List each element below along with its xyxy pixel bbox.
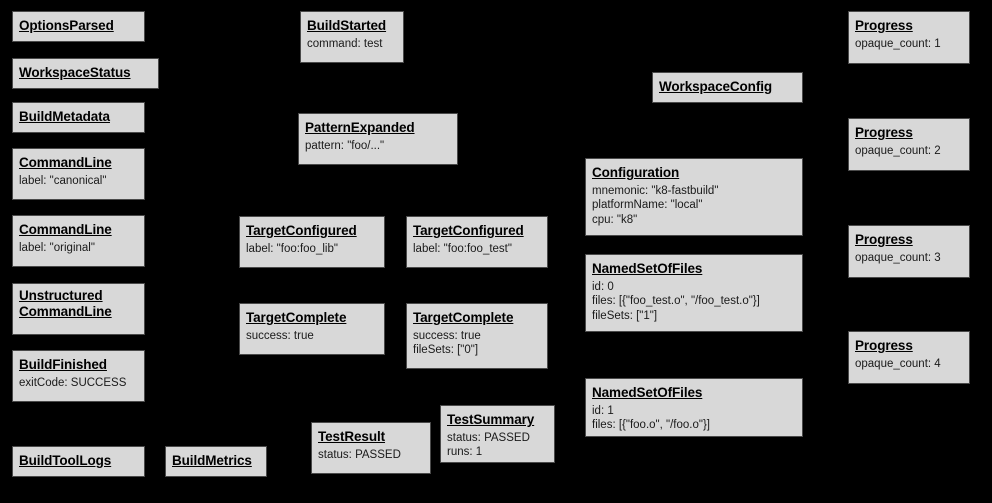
node-field: success: true <box>246 329 314 342</box>
node-fields: opaque_count: 1 <box>855 37 963 52</box>
node-fields: success: true <box>246 329 378 344</box>
node-field: exitCode: SUCCESS <box>19 376 127 389</box>
node-fields: label: "foo:foo_lib" <box>246 242 378 257</box>
node-build-metadata[interactable]: BuildMetadata <box>12 102 145 133</box>
node-fields: id: 0 files: [{"foo_test.o", "/foo_test.o… <box>592 280 796 324</box>
node-title: TargetConfigured <box>413 223 524 238</box>
node-field: id: 1 <box>592 404 614 417</box>
node-field: label: "foo:foo_test" <box>413 242 512 255</box>
node-test-result[interactable]: TestResult status: PASSED <box>311 422 431 474</box>
node-field: label: "canonical" <box>19 174 107 187</box>
node-title: TargetComplete <box>246 310 347 325</box>
node-fields: label: "foo:foo_test" <box>413 242 541 257</box>
node-field: cpu: "k8" <box>592 213 638 226</box>
node-test-summary[interactable]: TestSummary status: PASSED runs: 1 <box>440 405 555 463</box>
node-title: TestSummary <box>447 412 535 427</box>
node-target-complete-test[interactable]: TargetComplete success: true fileSets: ["0… <box>406 303 548 369</box>
node-progress-3[interactable]: Progress opaque_count: 3 <box>848 225 970 278</box>
node-pattern-expanded[interactable]: PatternExpanded pattern: "foo/..." <box>298 113 458 165</box>
node-configuration[interactable]: Configuration mnemonic: "k8-fastbuild" pla… <box>585 158 803 236</box>
node-field: status: PASSED <box>447 431 530 444</box>
node-field: command: test <box>307 37 383 50</box>
node-title: OptionsParsed <box>19 18 114 33</box>
node-unstructured-command-line[interactable]: Unstructured CommandLine <box>12 283 145 335</box>
node-title: Progress <box>855 18 913 33</box>
node-build-finished[interactable]: BuildFinished exitCode: SUCCESS <box>12 350 145 402</box>
node-target-configured-lib[interactable]: TargetConfigured label: "foo:foo_lib" <box>239 216 385 268</box>
node-title: NamedSetOfFiles <box>592 261 703 276</box>
node-progress-2[interactable]: Progress opaque_count: 2 <box>848 118 970 171</box>
node-field: label: "original" <box>19 241 95 254</box>
node-field: files: [{"foo_test.o", "/foo_test.o"}] <box>592 295 760 308</box>
node-build-metrics[interactable]: BuildMetrics <box>165 446 267 477</box>
node-progress-1[interactable]: Progress opaque_count: 1 <box>848 11 970 64</box>
node-fields: status: PASSED runs: 1 <box>447 431 548 460</box>
node-workspace-status[interactable]: WorkspaceStatus <box>12 58 159 89</box>
node-title: TargetConfigured <box>246 223 357 238</box>
node-title: BuildStarted <box>307 18 387 33</box>
node-named-set-of-files-0[interactable]: NamedSetOfFiles id: 0 files: [{"foo_test.o… <box>585 254 803 332</box>
node-field: mnemonic: "k8-fastbuild" <box>592 184 719 197</box>
node-build-started[interactable]: BuildStarted command: test <box>300 11 404 63</box>
node-fields: opaque_count: 4 <box>855 357 963 372</box>
node-field: opaque_count: 2 <box>855 144 941 157</box>
node-title: BuildMetrics <box>172 453 252 468</box>
node-field: platformName: "local" <box>592 199 703 212</box>
node-fields: exitCode: SUCCESS <box>19 376 138 391</box>
node-title: BuildMetadata <box>19 109 110 124</box>
node-field: runs: 1 <box>447 446 483 459</box>
node-title: Configuration <box>592 165 680 180</box>
node-title: CommandLine <box>19 222 112 237</box>
node-workspace-config[interactable]: WorkspaceConfig <box>652 72 803 103</box>
node-fields: opaque_count: 2 <box>855 144 963 159</box>
node-field: id: 0 <box>592 280 614 293</box>
node-field: opaque_count: 1 <box>855 37 941 50</box>
node-field: status: PASSED <box>318 448 401 461</box>
node-fields: success: true fileSets: ["0"] <box>413 329 541 358</box>
node-title: NamedSetOfFiles <box>592 385 703 400</box>
node-field: label: "foo:foo_lib" <box>246 242 338 255</box>
node-options-parsed[interactable]: OptionsParsed <box>12 11 145 42</box>
node-title: PatternExpanded <box>305 120 415 135</box>
node-field: files: [{"foo.o", "/foo.o"}] <box>592 419 710 432</box>
node-progress-4[interactable]: Progress opaque_count: 4 <box>848 331 970 384</box>
node-command-line-canonical[interactable]: CommandLine label: "canonical" <box>12 148 145 200</box>
node-title: Progress <box>855 338 913 353</box>
node-title: CommandLine <box>19 155 112 170</box>
node-field: opaque_count: 3 <box>855 251 941 264</box>
node-fields: pattern: "foo/..." <box>305 139 451 154</box>
node-fields: opaque_count: 3 <box>855 251 963 266</box>
node-target-configured-test[interactable]: TargetConfigured label: "foo:foo_test" <box>406 216 548 268</box>
node-build-tool-logs[interactable]: BuildToolLogs <box>12 446 145 477</box>
node-target-complete-lib[interactable]: TargetComplete success: true <box>239 303 385 355</box>
node-field: opaque_count: 4 <box>855 357 941 370</box>
node-field: fileSets: ["1"] <box>592 309 658 322</box>
node-fields: command: test <box>307 37 397 52</box>
node-command-line-original[interactable]: CommandLine label: "original" <box>12 215 145 267</box>
node-field: pattern: "foo/..." <box>305 139 385 152</box>
node-fields: label: "original" <box>19 241 138 256</box>
node-fields: label: "canonical" <box>19 174 138 189</box>
node-title: WorkspaceConfig <box>659 79 773 94</box>
node-fields: status: PASSED <box>318 448 424 463</box>
node-title: BuildFinished <box>19 357 107 372</box>
node-fields: id: 1 files: [{"foo.o", "/foo.o"}] <box>592 404 796 433</box>
node-field: fileSets: ["0"] <box>413 344 479 357</box>
node-title: BuildToolLogs <box>19 453 112 468</box>
node-title: TargetComplete <box>413 310 514 325</box>
node-title: Progress <box>855 125 913 140</box>
node-named-set-of-files-1[interactable]: NamedSetOfFiles id: 1 files: [{"foo.o", "/… <box>585 378 803 437</box>
node-title: TestResult <box>318 429 386 444</box>
node-title: Progress <box>855 232 913 247</box>
node-title: WorkspaceStatus <box>19 65 131 80</box>
node-title: Unstructured CommandLine <box>19 288 112 320</box>
node-field: success: true <box>413 329 481 342</box>
node-fields: mnemonic: "k8-fastbuild" platformName: "l… <box>592 184 796 228</box>
